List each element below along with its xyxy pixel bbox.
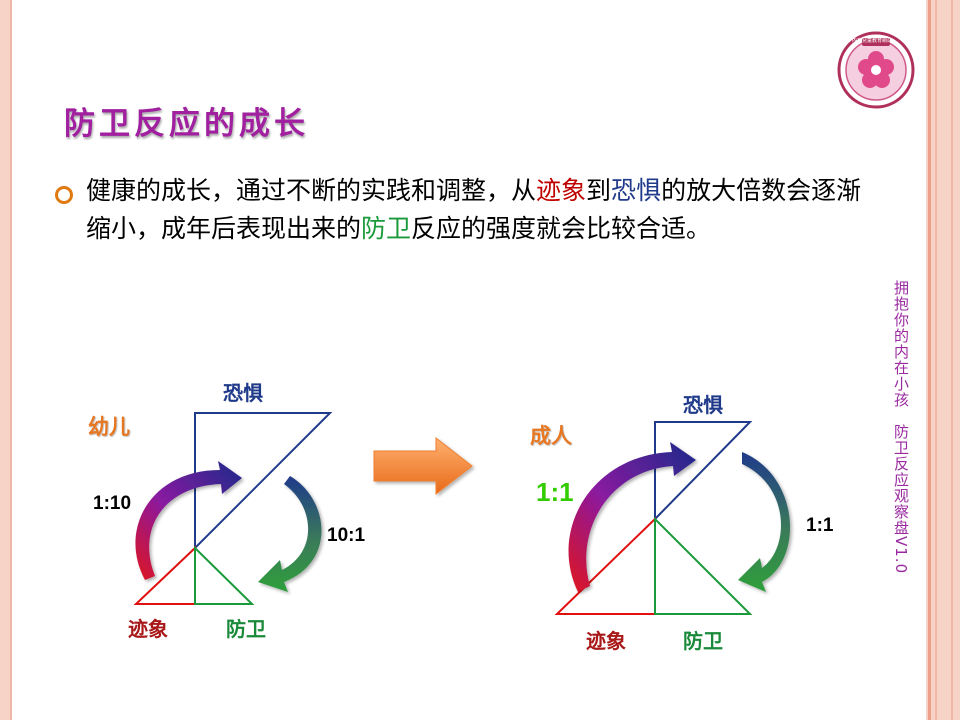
adult-sign-label: 迹象 xyxy=(586,629,626,653)
bullet-seg-5: 的放大倍数会逐渐缩小，成年后表现出来的 xyxy=(86,176,862,243)
adult-fear-label: 恐惧 xyxy=(683,393,723,417)
side-text-2: 防卫反应观察盘V1.0 xyxy=(892,424,910,575)
adult-ratio-down: 1:1 xyxy=(806,515,834,536)
logo-emblem xyxy=(837,31,915,109)
adult-defense-triangle xyxy=(654,516,753,615)
child-down-arrow-icon xyxy=(258,476,322,592)
page-title: 防卫反应的成长 xyxy=(64,106,309,142)
logo-caption: 內在兒童教育網站 xyxy=(852,38,893,44)
adult-defense-label: 防卫 xyxy=(683,629,723,653)
bullet-text: 健康的成长，通过不断的实践和调整，从迹象到恐惧的放大倍数会逐渐缩小，成年后表现出… xyxy=(86,172,876,248)
child-sign-label: 迹象 xyxy=(128,617,168,641)
bullet-seg-7: 反应的强度就会比较合适。 xyxy=(411,214,712,243)
bullet-seg-1: 健康的成长，通过不断的实践和调整，从 xyxy=(86,176,537,205)
child-ratio-up: 1:10 xyxy=(93,493,132,514)
adult-up-arrow-icon xyxy=(568,442,696,592)
adult-ratio-up: 1:1 xyxy=(536,477,574,507)
adult-stage-label: 成人 xyxy=(530,423,572,448)
side-text-1: 拥抱你的内在小孩 xyxy=(892,280,910,408)
adult-fear-triangle xyxy=(654,421,753,522)
transition-arrow-icon xyxy=(373,436,473,496)
bullet-circle-icon xyxy=(55,186,73,204)
child-up-arrow-icon xyxy=(135,461,242,580)
bullet-seg-defense: 防卫 xyxy=(361,214,412,243)
bullet-seg-3: 到 xyxy=(586,176,612,205)
child-defense-triangle xyxy=(194,545,255,605)
child-defense-label: 防卫 xyxy=(226,617,266,641)
bullet-seg-sign: 迹象 xyxy=(536,176,587,205)
child-ratio-down: 10:1 xyxy=(327,525,366,546)
adult-down-arrow-icon xyxy=(738,452,791,592)
bullet-seg-fear: 恐惧 xyxy=(611,176,662,205)
child-fear-label: 恐惧 xyxy=(223,381,263,405)
side-vertical-text: 拥抱你的内在小孩防卫反应观察盘V1.0 xyxy=(891,280,912,574)
child-stage-label: 幼儿 xyxy=(88,414,130,439)
